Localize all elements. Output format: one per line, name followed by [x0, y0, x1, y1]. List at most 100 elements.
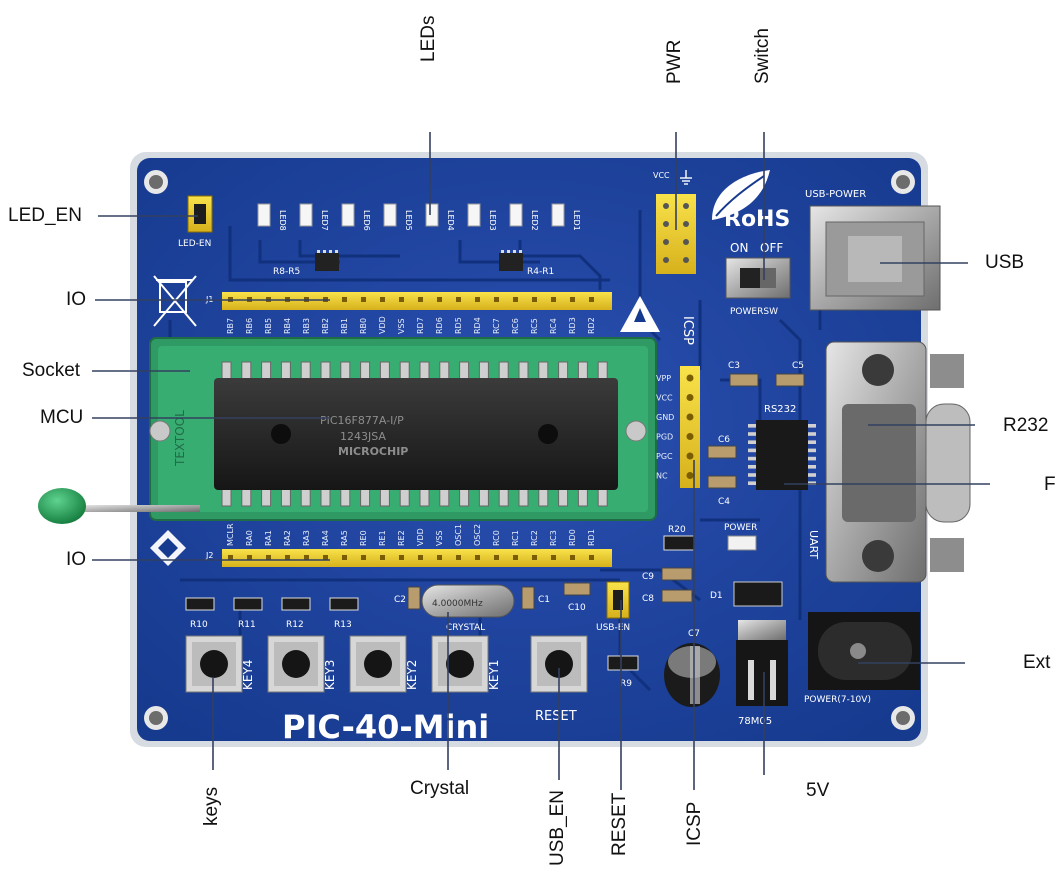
- led-2: [509, 203, 523, 227]
- mcu-pin: [439, 361, 450, 381]
- header-pin: [323, 555, 328, 560]
- mcu-pin: [379, 487, 390, 507]
- key-buttons: KEY4 KEY3 KEY2 KEY1: [185, 635, 501, 693]
- power-led-silk: POWER: [724, 523, 757, 533]
- resistor-r10: [185, 597, 215, 611]
- callout-usb: USB: [985, 252, 1025, 273]
- io-top-pin-label: RC5: [530, 318, 539, 334]
- io-bottom-header: [222, 549, 612, 567]
- usb-connector: [809, 205, 941, 311]
- header-pin: [380, 297, 385, 302]
- led-label: LED1: [572, 210, 581, 231]
- mcu-pin: [518, 361, 529, 381]
- led-label: LED3: [488, 210, 497, 231]
- mcu-pin: [439, 487, 450, 507]
- callout-io-top: IO: [66, 289, 87, 310]
- c5-cap: [775, 373, 805, 387]
- icsp-pin-label: PGD: [656, 433, 673, 442]
- icsp-pin-label: GND: [656, 413, 674, 422]
- c5-silk: C5: [792, 361, 804, 371]
- c1-silk: C1: [538, 595, 550, 605]
- header-pin: [494, 297, 499, 302]
- c4-silk: C4: [718, 497, 730, 507]
- mcu-pin: [241, 487, 252, 507]
- mcu-pin: [360, 487, 371, 507]
- header-pin: [399, 555, 404, 560]
- key-label: KEY3: [323, 660, 337, 690]
- io-top-pin-label: VSS: [397, 318, 406, 334]
- io-top-pin-label: RB6: [245, 318, 254, 334]
- mcu-pin: [300, 361, 311, 381]
- mcu-pin: [478, 487, 489, 507]
- header-pin: [456, 555, 461, 560]
- io-bottom-pin-label: RD1: [587, 529, 596, 546]
- mcu-pin: [261, 361, 272, 381]
- crystal-oscillator: [421, 584, 515, 618]
- callout-r232: R232: [1003, 415, 1049, 436]
- io-top-header: [222, 292, 612, 310]
- led-label: LED7: [320, 210, 329, 231]
- header-pin: [380, 555, 385, 560]
- c6-cap: [707, 445, 737, 459]
- io-top-pin-label: RB7: [226, 318, 235, 334]
- mounting-holes: [144, 170, 915, 730]
- icsp-pin-label: PGC: [656, 452, 673, 461]
- mcu-pin: [221, 487, 232, 507]
- led-5: [383, 203, 397, 227]
- header-pin: [494, 555, 499, 560]
- callout-pwr: PWR: [664, 39, 685, 84]
- io-top-pin-label: RC6: [511, 318, 520, 334]
- c7-electrolytic-capacitor: [664, 643, 720, 707]
- usb-power-silk: USB-POWER: [805, 189, 866, 200]
- header-pin: [570, 297, 575, 302]
- io-top-pin-label: RB3: [302, 318, 311, 334]
- rs232-ic: [748, 420, 816, 490]
- header-pin: [513, 297, 518, 302]
- io-bottom-pin-label: RE1: [378, 530, 387, 546]
- header-pin: [228, 555, 233, 560]
- key-label: KEY2: [405, 660, 419, 690]
- mcu-date-code: 1243JSA: [340, 430, 386, 443]
- header-pin: [551, 297, 556, 302]
- key-label: KEY1: [487, 660, 501, 690]
- led-label: LED5: [404, 210, 413, 231]
- callout-reset: RESET: [609, 792, 630, 856]
- mcu-pin: [478, 361, 489, 381]
- led-1: [551, 203, 565, 227]
- led-label: LED8: [278, 210, 287, 231]
- mcu-pin: [419, 361, 430, 381]
- r20-silk: R20: [668, 525, 686, 535]
- mcu-pin: [518, 487, 529, 507]
- header-pin: [589, 555, 594, 560]
- reset-silk: RESET: [535, 709, 577, 724]
- resistor-r12: [281, 597, 311, 611]
- c10-silk: C10: [568, 603, 586, 613]
- mcu-pin: [538, 361, 549, 381]
- resistor-r11: [233, 597, 263, 611]
- header-pin: [456, 297, 461, 302]
- rohs-leaf-icon: [712, 170, 770, 220]
- callout-icsp: ICSP: [684, 801, 705, 846]
- vendor-logo-icon: [150, 530, 186, 566]
- voltage-regulator: [736, 620, 788, 706]
- j2-silk: J2: [205, 551, 213, 560]
- io-bottom-pin-label: RA3: [302, 530, 311, 546]
- c3-cap: [729, 373, 759, 387]
- r9-resistor: [607, 655, 639, 671]
- io-bottom-pin-label: RC3: [549, 530, 558, 546]
- d1-diode: [733, 581, 783, 607]
- key-cap: [446, 650, 474, 678]
- icsp-pin: [686, 472, 694, 479]
- key-label: KEY4: [241, 660, 255, 690]
- c2-silk: C2: [394, 595, 406, 605]
- io-bottom-pin-label: RC2: [530, 530, 539, 546]
- callout-lines: [92, 132, 990, 790]
- vcc-silk: VCC: [653, 171, 670, 180]
- header-pin: [304, 555, 309, 560]
- mcu-pin: [597, 487, 608, 507]
- key-cap: [200, 650, 228, 678]
- io-bottom-pin-label: RA1: [264, 530, 273, 546]
